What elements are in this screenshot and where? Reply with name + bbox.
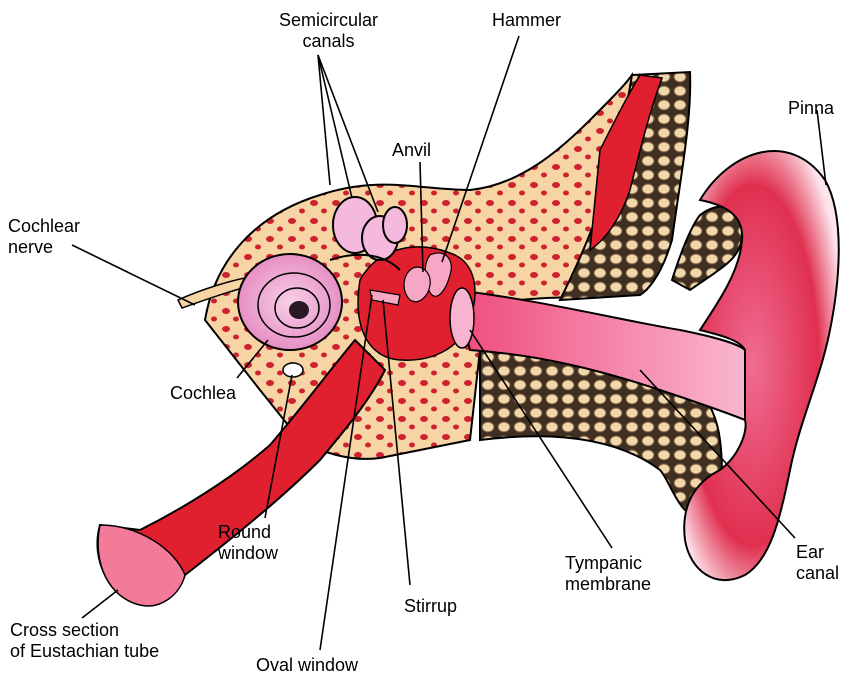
label-cochlear-nerve: Cochlear nerve <box>8 216 80 258</box>
label-oval-window: Oval window <box>256 655 358 676</box>
label-tympanic-membrane: Tympanic membrane <box>565 553 651 595</box>
cochlea-shape <box>238 254 342 350</box>
label-eustachian-tube: Cross section of Eustachian tube <box>10 620 159 662</box>
label-semicircular-canals: Semicircular canals <box>279 10 378 52</box>
label-stirrup: Stirrup <box>404 596 457 617</box>
label-anvil: Anvil <box>392 140 431 161</box>
label-ear-canal: Ear canal <box>796 542 839 584</box>
label-cochlea: Cochlea <box>170 383 236 404</box>
label-round-window: Round window <box>218 522 278 564</box>
label-pinna: Pinna <box>788 98 834 119</box>
tympanic-membrane-shape <box>450 288 474 348</box>
label-hammer: Hammer <box>492 10 561 31</box>
round-window-shape <box>283 363 303 377</box>
